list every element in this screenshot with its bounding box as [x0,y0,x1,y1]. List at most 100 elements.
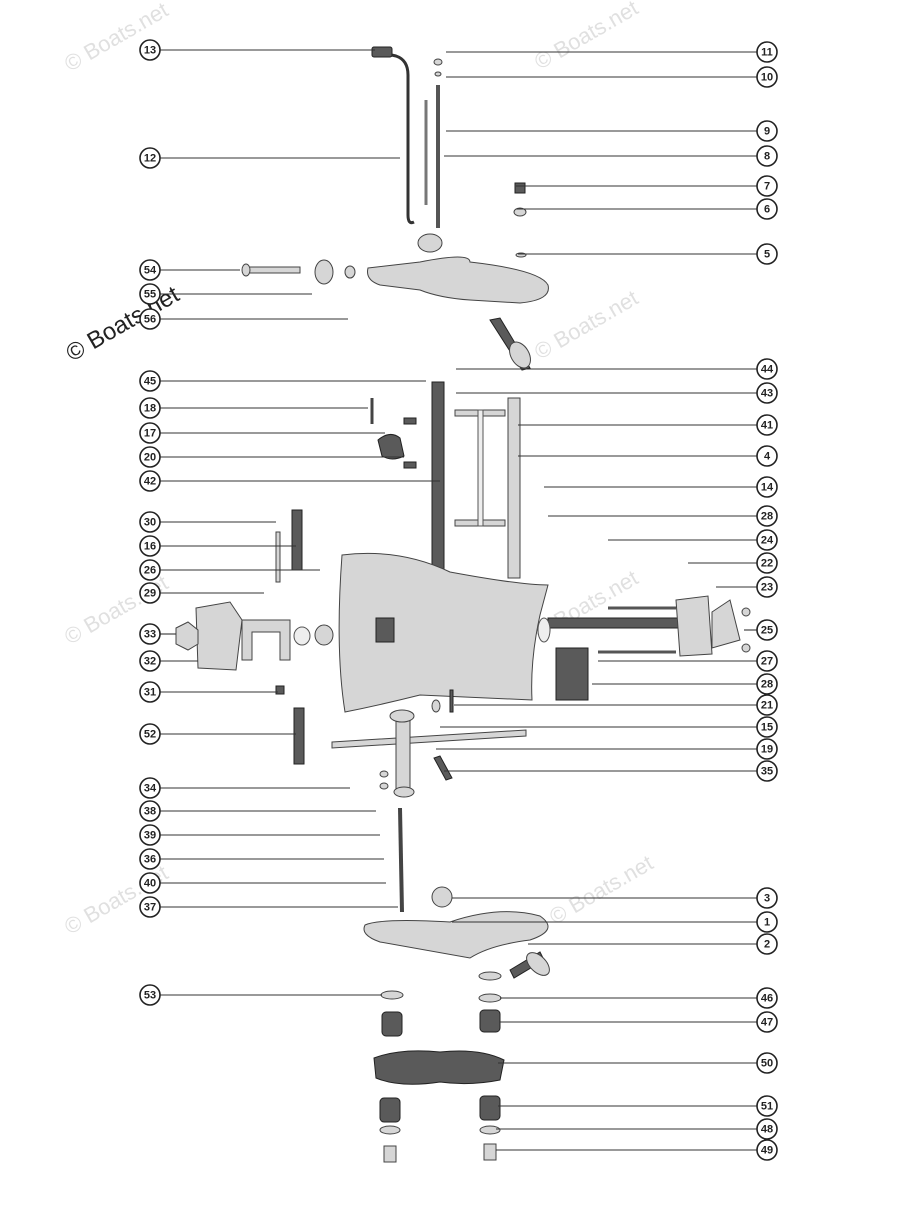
callout-19: 19 [436,738,778,760]
callout-number: 6 [764,204,770,216]
callout-circle [756,120,778,142]
callout-27: 27 [598,650,778,672]
callout-25: 25 [744,619,778,641]
callout-circle [139,422,161,444]
callout-number: 20 [144,452,156,464]
callout-15: 15 [440,716,778,738]
callout-23: 23 [716,576,778,598]
callout-circle [756,476,778,498]
callout-number: 45 [144,376,156,388]
callout-circle [756,445,778,467]
callout-47: 47 [500,1011,778,1033]
callout-number: 26 [144,565,156,577]
callout-circle [756,760,778,782]
callout-13: 13 [139,39,375,61]
callout-number: 51 [761,1101,773,1113]
callout-circle [756,41,778,63]
callout-45: 45 [139,370,426,392]
callout-circle [139,147,161,169]
callout-circle [756,1139,778,1161]
callout-24: 24 [608,529,778,551]
callout-42: 42 [139,470,440,492]
large-washer-part [314,259,334,285]
callout-number: 23 [761,582,773,594]
bushing-left-part [381,1011,403,1037]
washer-47-part [478,993,502,1003]
callout-4: 4 [518,445,778,467]
bent-rod-part [377,50,415,225]
callout-48: 48 [496,1118,778,1140]
callout-28: 28 [548,505,778,527]
callout-circle [756,933,778,955]
callout-number: 30 [144,517,156,529]
callout-38: 38 [139,800,376,822]
o-ring-16-part [293,626,311,646]
callout-circle [139,623,161,645]
callout-14: 14 [544,476,778,498]
callout-circle [756,987,778,1009]
swivel-sleeve-part [507,397,521,579]
callout-circle [139,283,161,305]
callout-number: 21 [761,700,773,712]
watermark-top-left: © Boats.net [60,0,172,76]
nut-33-part [175,621,199,651]
callout-number: 53 [144,990,156,1002]
right-callouts: 1110987654443414142824222325272821151935… [436,41,778,1161]
rod-spring-part [371,46,393,58]
clamp-bracket-22-part [675,595,713,657]
callout-circle [756,887,778,909]
callout-number: 5 [764,249,770,261]
callout-number: 52 [144,729,156,741]
callout-circle [139,872,161,894]
callout-number: 33 [144,629,156,641]
callout-circle [139,308,161,330]
plate-27-part [555,647,589,701]
callout-2: 2 [528,933,778,955]
nut-25-part-2 [741,643,751,653]
callout-41: 41 [518,414,778,436]
callout-circle [139,511,161,533]
spring-part [514,182,526,194]
callout-51: 51 [498,1095,778,1117]
callout-number: 32 [144,656,156,668]
callout-number: 24 [761,535,774,547]
ring-part [537,617,551,643]
nut-15-part [431,699,441,713]
spring-35-part [433,755,453,781]
bracket-rod-part [477,409,484,527]
housing-bore-part [375,617,395,643]
callout-circle [139,681,161,703]
watermark-bottom-right: © Boats.net [545,850,657,929]
callout-56: 56 [139,308,348,330]
small-washer-part [434,71,442,77]
nut-25-part-1 [741,607,751,617]
callout-43: 43 [456,382,778,404]
disc-3-part [431,886,453,908]
callout-number: 31 [144,687,156,699]
callout-circle [756,243,778,265]
rod-37-part [398,807,404,913]
mount-50-part [373,1050,505,1085]
callout-8: 8 [444,145,778,167]
callout-circle [756,145,778,167]
callout-number: 49 [761,1145,773,1157]
callout-number: 36 [144,854,156,866]
callout-number: 1 [764,917,770,929]
callout-number: 8 [764,151,770,163]
callout-circle [756,1118,778,1140]
pin-21-part [449,689,454,713]
callout-number: 11 [761,47,773,59]
callout-26: 26 [139,559,320,581]
callout-36: 36 [139,848,384,870]
callout-circle [756,382,778,404]
callout-31: 31 [139,681,278,703]
callout-number: 56 [144,314,156,326]
callout-16: 16 [139,535,296,557]
callout-34: 34 [139,777,350,799]
plate-38-part [393,786,415,798]
callout-circle [139,470,161,492]
callout-circle [139,559,161,581]
callout-circle [139,848,161,870]
bushing-part [513,207,527,217]
callout-number: 13 [144,45,156,57]
